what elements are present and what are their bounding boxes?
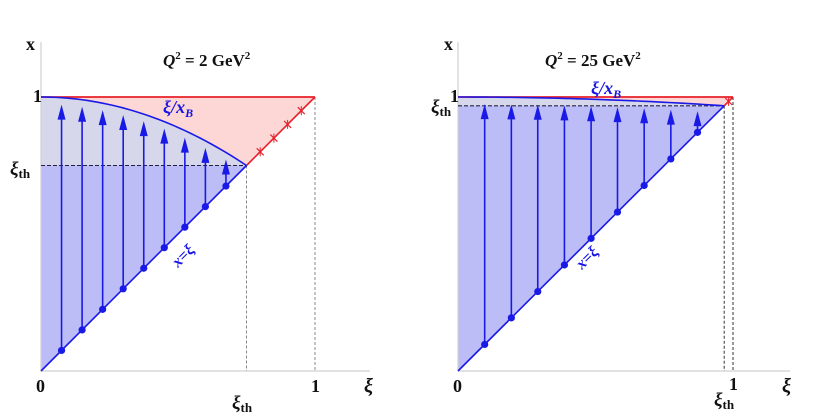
diagonal-dot bbox=[119, 285, 127, 293]
arrow-head-icon bbox=[180, 137, 189, 153]
x-axis-label: ξ bbox=[782, 375, 791, 397]
panel-q2-25gev: Q2 = 25 GeV2 x 1 ξth 0 1 ξ ξth ξ/xB x=ξ bbox=[431, 34, 791, 412]
diagonal-dot bbox=[534, 287, 542, 296]
region-boundaries bbox=[40, 42, 370, 372]
panel-q2-2gev: Q2 = 2 GeV2 x 1 ξth 0 1 ξ ξth ξ/xB x=ξ bbox=[10, 34, 373, 415]
y-tick-xi-th: ξth bbox=[431, 97, 452, 119]
xi-over-xb-curve bbox=[457, 96, 725, 107]
diagonal-dot bbox=[99, 305, 107, 313]
y-axis-label: x bbox=[444, 34, 453, 54]
diagonal-dot bbox=[140, 264, 148, 272]
diagonal-dot bbox=[587, 234, 595, 242]
upper-allowed-region bbox=[458, 97, 725, 106]
diagonal-dot bbox=[613, 208, 622, 216]
diagonal-dot bbox=[640, 181, 648, 190]
arrow-head-icon bbox=[57, 104, 66, 120]
arrow-head-icon bbox=[160, 128, 169, 144]
integration-arrows bbox=[480, 104, 702, 345]
arrow-head-icon bbox=[587, 106, 596, 122]
curve-label-xi-over-xb: ξ/xB bbox=[591, 78, 621, 101]
arrow-head-icon bbox=[666, 109, 675, 125]
arrow-head-icon bbox=[139, 121, 148, 137]
arrow-head-icon bbox=[119, 114, 128, 130]
x-tick-one: 1 bbox=[729, 374, 738, 394]
diagonal-dot bbox=[57, 346, 66, 355]
diagonal-label: x=ξ bbox=[168, 241, 198, 271]
diagonal-dot bbox=[560, 261, 569, 269]
diagonal-dot bbox=[667, 155, 675, 163]
panel-title: Q2 = 25 GeV2 bbox=[545, 50, 641, 70]
diagonal-dot bbox=[693, 128, 702, 136]
arrow-head-icon bbox=[221, 159, 230, 175]
arrow-head-icon bbox=[98, 110, 107, 126]
origin-label: 0 bbox=[453, 376, 462, 396]
xi-over-xb-curve bbox=[40, 96, 247, 167]
integration-arrows bbox=[57, 104, 230, 351]
diagonal-dot bbox=[222, 182, 230, 190]
arrow-head-icon bbox=[560, 105, 569, 121]
panel-title: Q2 = 2 GeV2 bbox=[163, 50, 251, 70]
origin-label: 0 bbox=[36, 376, 45, 396]
diagonal-dot bbox=[160, 244, 168, 252]
red-excluded-region bbox=[458, 97, 733, 106]
arrow-head-icon bbox=[613, 107, 622, 123]
arrow-head-icon bbox=[640, 108, 649, 124]
arrow-head-icon bbox=[693, 111, 702, 127]
x-tick-one: 1 bbox=[311, 376, 320, 396]
y-tick-one: 1 bbox=[33, 86, 42, 106]
diagonal-dot bbox=[201, 203, 209, 211]
curve-label-xi-over-xb: ξ/xB bbox=[163, 97, 193, 120]
data-markers bbox=[481, 96, 733, 349]
y-axis-label: x bbox=[26, 34, 35, 54]
diagonal-dot bbox=[78, 326, 86, 334]
arrow-head-icon bbox=[507, 104, 516, 120]
y-tick-one: 1 bbox=[450, 86, 459, 106]
arrow-head-icon bbox=[201, 147, 210, 163]
diagonal-dot bbox=[481, 340, 489, 349]
arrow-head-icon bbox=[78, 106, 87, 122]
diagonal-dot bbox=[181, 223, 189, 231]
x-tick-xi-th: ξth bbox=[714, 390, 735, 412]
y-tick-xi-th: ξth bbox=[10, 159, 31, 181]
x-tick-xi-th: ξth bbox=[232, 393, 253, 414]
data-markers bbox=[57, 106, 306, 355]
arrow-head-icon bbox=[533, 104, 542, 120]
diagonal-dot bbox=[507, 314, 515, 322]
arrow-head-icon bbox=[480, 104, 489, 120]
red-excluded-region bbox=[41, 97, 315, 166]
x-axis-label: ξ bbox=[364, 375, 373, 397]
